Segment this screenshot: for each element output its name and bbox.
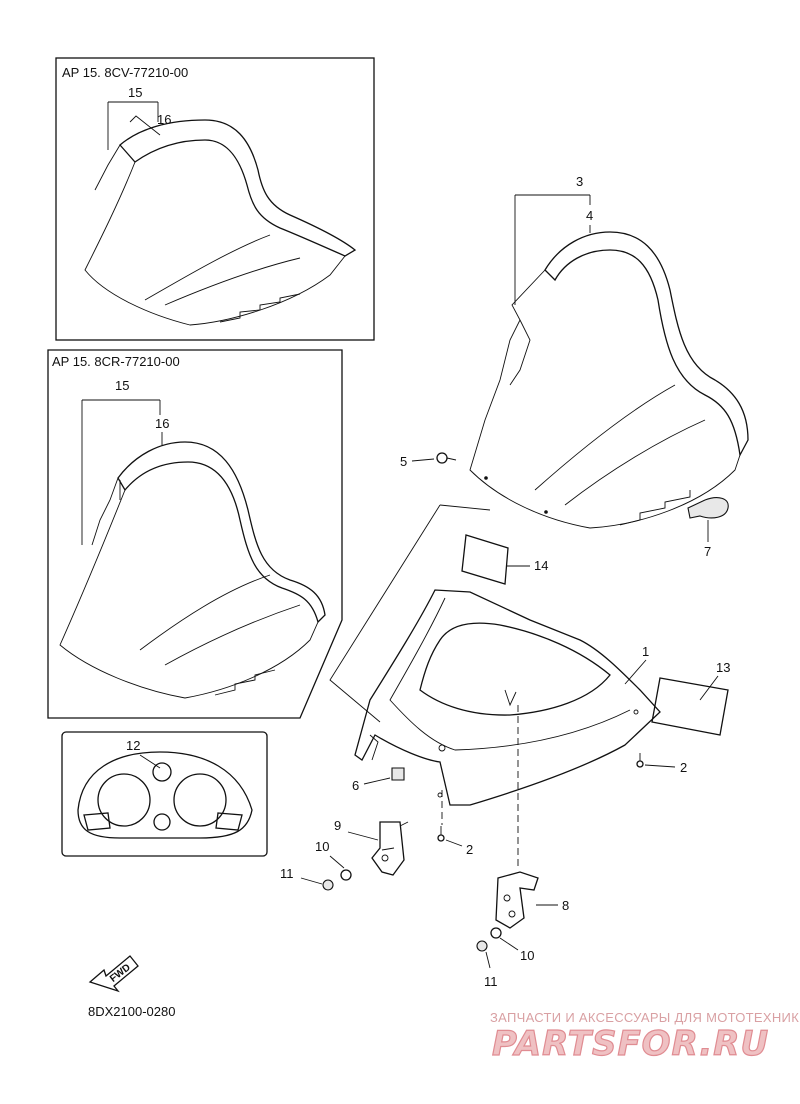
callout-16-box1: 16: [157, 112, 171, 127]
screw-2-lower: 2: [437, 826, 473, 857]
callout-7: 7: [704, 544, 711, 559]
watermark-logo: PARTSFOR.RU: [492, 1024, 769, 1064]
callout-16-box2: 16: [155, 416, 169, 431]
fwd-arrow-icon: FWD: [88, 955, 139, 993]
callout-13: 13: [716, 660, 730, 675]
callout-2-lower: 2: [466, 842, 473, 857]
grommet-6: 6: [352, 767, 405, 793]
watermark-tagline: ЗАПЧАСТИ И АКСЕССУАРЫ ДЛЯ МОТОТЕХНИКИ: [490, 1010, 800, 1025]
callout-10-left: 10: [315, 839, 329, 854]
callout-4: 4: [586, 208, 593, 223]
box-title-8cv: AP 15. 8CV-77210-00: [62, 65, 188, 80]
cowling-1: 1: [354, 589, 661, 806]
diagram-code: 8DX2100-0280: [88, 1004, 175, 1019]
washer-10-right: [490, 927, 502, 939]
sticker-14: 14: [461, 534, 548, 585]
callout-5: 5: [400, 454, 407, 469]
callout-3: 3: [576, 174, 583, 189]
callout-15-box2: 15: [115, 378, 129, 393]
callout-10-right: 10: [520, 948, 534, 963]
screw-2-right: 2: [636, 753, 687, 775]
inset-box-8cr: AP 15. 8CR-77210-00 15 16: [47, 349, 343, 719]
sticker-13: 13: [651, 660, 730, 736]
callout-12: 12: [126, 738, 140, 753]
callout-14: 14: [534, 558, 548, 573]
callout-2-right: 2: [680, 760, 687, 775]
inset-box-meter-panel: 12: [61, 731, 268, 857]
bracket-8: 8: [495, 871, 569, 929]
callout-8: 8: [562, 898, 569, 913]
callout-9: 9: [334, 818, 341, 833]
box-title-8cr: AP 15. 8CR-77210-00: [52, 354, 180, 369]
washer-10-left: [340, 869, 352, 881]
windshield-assembly: 3 4 5 7: [400, 174, 749, 559]
nut-11-right: [476, 940, 488, 952]
inset-box-8cv: AP 15. 8CV-77210-00 15 16: [55, 57, 375, 341]
callout-11-left: 11: [280, 866, 294, 881]
callout-15-box1: 15: [128, 85, 142, 100]
callout-6: 6: [352, 778, 359, 793]
callout-11-right: 11: [484, 974, 498, 989]
callout-1: 1: [642, 644, 649, 659]
nut-11-left: [322, 879, 334, 891]
bracket-9: 9: [334, 818, 409, 876]
